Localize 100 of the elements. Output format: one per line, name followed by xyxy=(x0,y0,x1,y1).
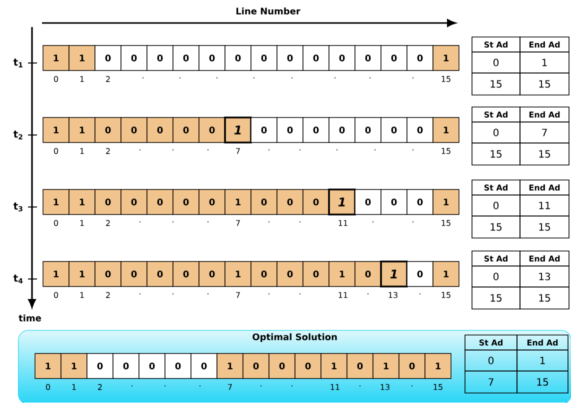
index-label: 15 xyxy=(442,292,450,298)
bit-cell: 0 xyxy=(398,353,426,379)
bit-cell: 0 xyxy=(250,189,278,215)
index-label: 7 xyxy=(228,384,232,390)
bit-cell: 1 xyxy=(432,117,460,143)
index-label: 15 xyxy=(434,384,442,390)
index-label: · xyxy=(260,385,262,386)
bit-cell: 0 xyxy=(172,189,200,215)
table-cell: 13 xyxy=(520,266,570,288)
index-label: · xyxy=(412,149,414,150)
table-cell: End Ad xyxy=(520,250,570,266)
index-label: 2 xyxy=(106,76,110,82)
bit-cell: 1 xyxy=(42,261,70,287)
time-label: t$_{4}$ xyxy=(13,274,23,284)
bit-cell: 0 xyxy=(406,117,434,143)
bit-cell: 1 xyxy=(224,189,252,215)
table-cell: 0 xyxy=(472,266,520,288)
bit-cell: 0 xyxy=(120,189,148,215)
bit-cell: 0 xyxy=(172,45,200,71)
index-label: 1 xyxy=(80,148,84,154)
table-cell: End Ad xyxy=(516,334,568,350)
bit-cell: 0 xyxy=(276,45,304,71)
index-label: 0 xyxy=(54,220,58,226)
table-cell: St Ad xyxy=(472,36,520,52)
bit-cell: 1 xyxy=(224,261,252,287)
index-label: · xyxy=(216,77,218,78)
index-label: 13 xyxy=(380,384,390,390)
index-label: 2 xyxy=(106,292,110,298)
bit-cell: 0 xyxy=(354,189,382,215)
table-cell: End Ad xyxy=(520,36,570,52)
bit-cell: 0 xyxy=(294,353,322,379)
bit-cell: 1 xyxy=(68,189,96,215)
bit-cell: 0 xyxy=(94,261,122,287)
bit-cell: 0 xyxy=(250,261,278,287)
bit-cell: 0 xyxy=(354,45,382,71)
index-label: · xyxy=(268,221,270,222)
index-label: · xyxy=(372,221,374,222)
index-label: 1 xyxy=(72,384,76,390)
bit-cell: 0 xyxy=(198,261,226,287)
index-label: · xyxy=(268,149,270,150)
index-label: · xyxy=(172,293,174,294)
bit-cell: 0 xyxy=(380,117,408,143)
bit-cell: 1 xyxy=(424,353,452,379)
table-cell: End Ad xyxy=(520,180,570,196)
table-cell: 1 xyxy=(516,350,568,372)
index-label: · xyxy=(172,221,174,222)
bit-cell: 0 xyxy=(268,353,296,379)
table-cell: St Ad xyxy=(472,106,520,122)
index-label: · xyxy=(334,77,336,78)
bit-cell: 1 xyxy=(34,353,62,379)
table-cell: 15 xyxy=(516,370,568,394)
index-label: · xyxy=(164,385,166,386)
bit-cell: 0 xyxy=(190,353,218,379)
bit-cell: 0 xyxy=(354,261,382,287)
table-cell: 15 xyxy=(472,216,520,238)
bit-cell: 0 xyxy=(406,261,434,287)
bit-cell: 0 xyxy=(94,117,122,143)
index-label: 1 xyxy=(80,220,84,226)
bit-cell: 0 xyxy=(242,353,270,379)
index-label: 15 xyxy=(442,76,450,82)
bit-cell: 0 xyxy=(302,45,330,71)
time-label: t$_{2}$ xyxy=(13,130,22,140)
index-label: 15 xyxy=(442,148,450,154)
index-label: · xyxy=(336,149,338,150)
table-cell: 0 xyxy=(472,52,520,74)
bit-cell: 0 xyxy=(112,353,140,379)
bit-cell: 0 xyxy=(250,45,278,71)
index-label: 11 xyxy=(338,220,348,226)
bit-cell: 1 xyxy=(432,261,460,287)
table-cell: 15 xyxy=(520,216,570,238)
table-cell: 15 xyxy=(472,286,520,310)
bit-cell: 0 xyxy=(276,189,304,215)
bit-cell: 1 xyxy=(68,45,96,71)
bit-cell: 0 xyxy=(146,45,174,71)
index-label: 1 xyxy=(80,76,84,82)
bit-cell: 1 xyxy=(328,261,356,287)
bit-cell: 0 xyxy=(198,117,226,143)
table-cell: 15 xyxy=(472,142,520,166)
bit-cell: 0 xyxy=(224,45,252,71)
bit-cell: 0 xyxy=(120,45,148,71)
table-cell: End Ad xyxy=(520,106,570,122)
table-cell: 0 xyxy=(472,122,520,144)
index-label: 11 xyxy=(338,292,348,298)
bit-cell: 1 xyxy=(380,260,408,288)
bit-cell: 0 xyxy=(406,189,434,215)
bit-cell: 0 xyxy=(198,189,226,215)
table-cell: 15 xyxy=(472,72,520,96)
index-label: 0 xyxy=(54,292,58,298)
bit-cell: 0 xyxy=(172,261,200,287)
bit-cell: 1 xyxy=(42,117,70,143)
bit-cell: 0 xyxy=(94,189,122,215)
table-cell: 15 xyxy=(520,142,570,166)
table-cell: St Ad xyxy=(464,334,518,350)
bit-cell: 1 xyxy=(432,45,460,71)
bit-cell: 0 xyxy=(146,117,174,143)
bit-cell: 0 xyxy=(138,353,166,379)
time-label: t$_{3}$ xyxy=(13,202,22,212)
bit-cell: 0 xyxy=(198,45,226,71)
axis-label: Line Number xyxy=(236,8,300,14)
bit-cell: 0 xyxy=(146,189,174,215)
